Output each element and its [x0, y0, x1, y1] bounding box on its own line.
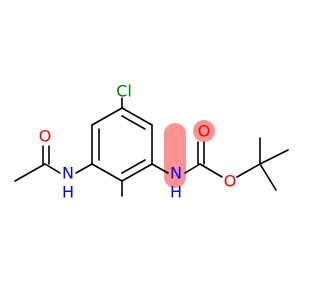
ring-bond-c3-c4 [121, 163, 153, 182]
atom-o-ester-label: O [224, 172, 237, 191]
atom-highlight [164, 123, 186, 188]
bond-c-nh-right [151, 163, 169, 174]
atom-o-acetyl-label: O [39, 127, 52, 146]
bond-carbonyl-oester [199, 163, 223, 178]
ring-bond-c1-c2 [121, 107, 153, 126]
atom-h-right-label: H [170, 183, 182, 202]
atom-n-left-label: N [62, 164, 74, 183]
atom-cl-label: Cl [116, 82, 132, 101]
bond-oester-tbu [236, 163, 261, 178]
molecule-structure: Cl O N H N H O O [14, 82, 289, 202]
bond-c-nh-left [75, 163, 93, 174]
atom-highlight-o [193, 120, 215, 142]
ring-bond-c6-c1 [91, 107, 123, 126]
bond-carbonyl-methyl-left [14, 163, 46, 182]
bond-tbu-methyl-bottom [259, 163, 277, 191]
atom-n-right-label: N [170, 164, 182, 183]
atom-o-carbonyl-label: O [198, 122, 211, 141]
ring-bond-c4-c5 [91, 163, 123, 182]
bond-nh-carbonyl-left [44, 163, 61, 174]
ring-bond-c1-c2-inner [121, 115, 146, 130]
bond-nh-carbonyl-right [184, 163, 201, 174]
atom-h-left-label: H [62, 183, 74, 202]
bond-tbu-methyl-right [259, 149, 289, 165]
ring-bond-c3-c4-inner [121, 159, 146, 174]
